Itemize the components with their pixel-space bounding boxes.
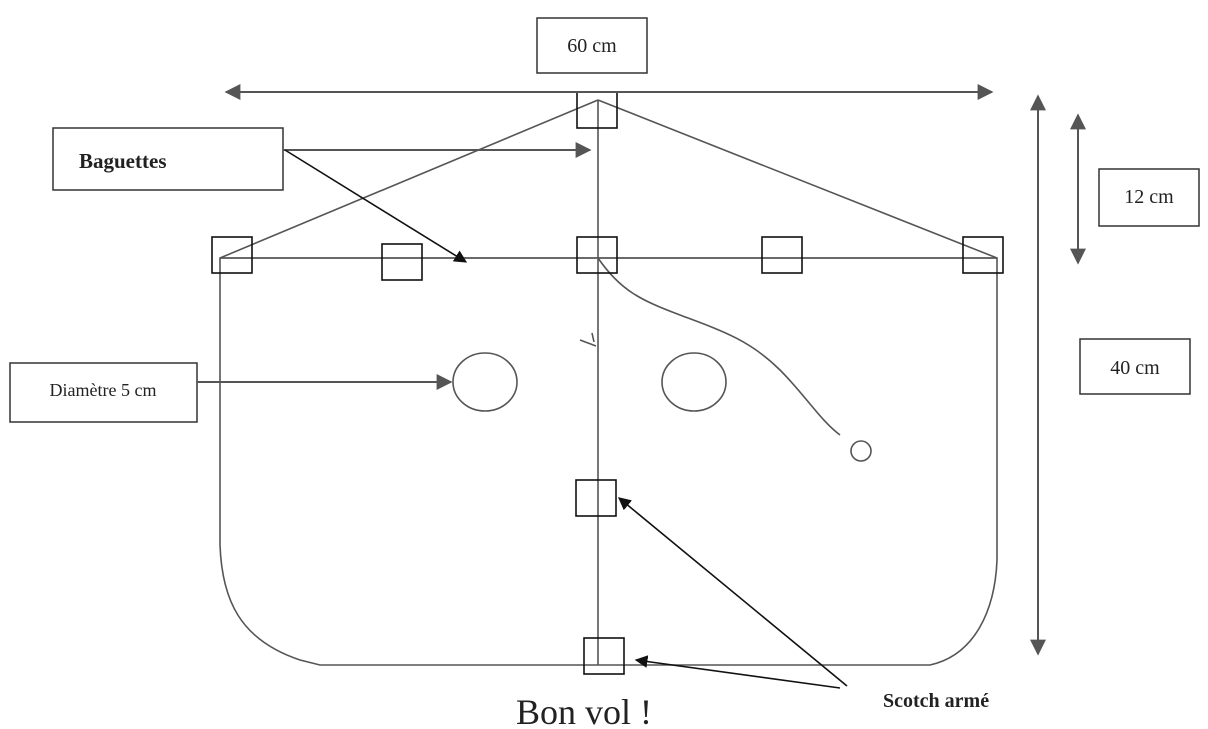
tape-square-left-corner — [211, 236, 253, 274]
tape-arrow-bottom — [634, 655, 841, 689]
hole-label-box — [9, 362, 198, 423]
tape-square-left-mid — [381, 243, 423, 281]
tape-square-lower — [575, 479, 617, 517]
tape-square-right-mid — [761, 236, 803, 274]
sticks-arrow-crossbar — [284, 149, 468, 263]
height-label-box — [1079, 338, 1191, 395]
footer-text: Bon vol ! — [516, 692, 652, 729]
tape-square-right-corner — [962, 236, 1004, 274]
height-label: 40 cm — [1110, 357, 1160, 379]
tether-line — [597, 257, 841, 436]
tether-ring — [850, 440, 872, 462]
tape-square-top — [576, 91, 618, 129]
bridle-left — [219, 99, 599, 259]
kite-outline — [219, 257, 998, 666]
hole-left — [452, 352, 518, 412]
bridle-right — [597, 99, 998, 259]
tape-arrow-lower — [618, 497, 848, 687]
sticks-label: Baguettes — [79, 149, 167, 173]
sail-height-label: 12 cm — [1124, 186, 1174, 208]
hole-right — [661, 352, 727, 412]
hole-label: Diamètre 5 cm — [50, 380, 157, 400]
width-label-box — [536, 17, 648, 74]
width-label: 60 cm — [567, 35, 617, 57]
tape-label: Scotch armé — [883, 690, 989, 712]
sail-height-label-box — [1098, 168, 1200, 227]
center-tick — [579, 332, 597, 347]
tape-square-center — [576, 236, 618, 274]
tape-square-bottom — [583, 637, 625, 675]
sticks-label-box — [52, 127, 284, 191]
